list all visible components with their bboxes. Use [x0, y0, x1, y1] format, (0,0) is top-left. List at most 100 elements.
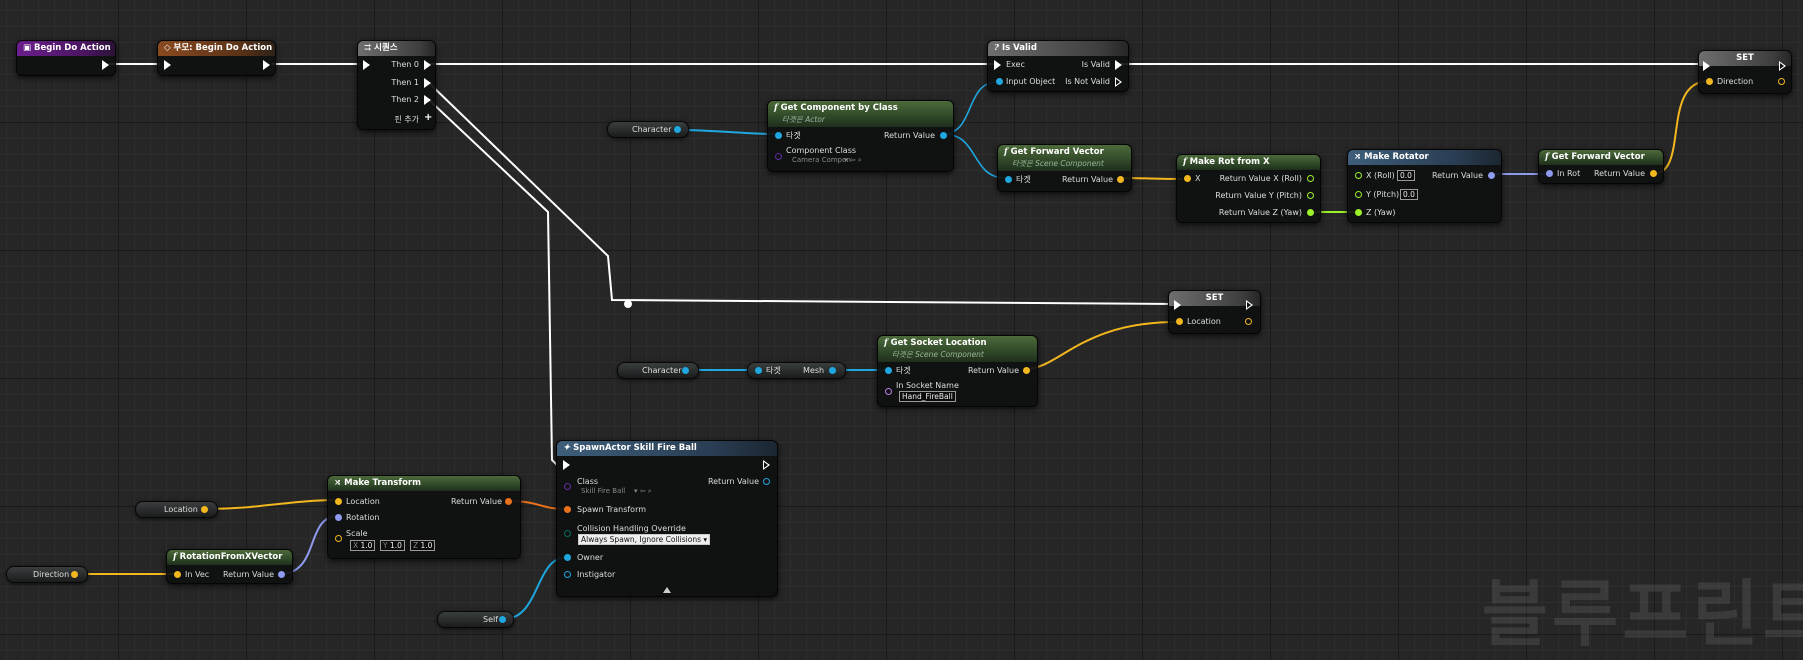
then-1-pin[interactable]	[424, 78, 431, 88]
direction-variable[interactable]: Direction	[6, 566, 88, 583]
return-value-pin[interactable]	[1023, 367, 1030, 374]
exec-out-pin[interactable]	[1779, 61, 1786, 71]
target-pin[interactable]	[885, 367, 892, 374]
spawn-transform-pin[interactable]	[564, 506, 571, 513]
make-rotator-node[interactable]: ⤨Make Rotator X (Roll) 0.0 Y (Pitch) 0.0…	[1347, 149, 1502, 223]
spawn-transform-label: Spawn Transform	[577, 505, 647, 514]
target-label: 타겟	[786, 131, 801, 140]
return-value-pin[interactable]	[505, 498, 512, 505]
location-pin[interactable]	[335, 498, 342, 505]
component-class-dropdown[interactable]: Camera Compon	[792, 156, 851, 164]
pitch-pin[interactable]	[1355, 191, 1362, 198]
x-pin[interactable]	[1184, 175, 1191, 182]
set-location-node[interactable]: SET Location	[1168, 290, 1261, 334]
direction-out-pin[interactable]	[1778, 78, 1785, 85]
browse-arrows-icon[interactable]: ▾ ⇦ ⌕	[844, 156, 862, 164]
roll-field[interactable]: 0.0	[1397, 170, 1415, 181]
target-pin[interactable]	[1005, 176, 1012, 183]
exec-out-pin[interactable]	[263, 60, 270, 70]
yaw-label: Return Value Z (Yaw)	[1218, 208, 1302, 217]
set-direction-node[interactable]: SET Direction	[1698, 50, 1792, 94]
return-value-pin[interactable]	[940, 132, 947, 139]
exec-in-pin[interactable]	[164, 60, 171, 70]
collision-pin[interactable]	[564, 530, 571, 537]
socket-name-field[interactable]: Hand_FireBall	[899, 391, 956, 402]
exec-in-pin[interactable]	[994, 60, 1001, 70]
target-pin[interactable]	[755, 367, 762, 374]
parent-call-icon: ◇	[164, 43, 171, 53]
owner-label: Owner	[577, 553, 604, 562]
exec-in-pin[interactable]	[563, 460, 570, 470]
instigator-pin[interactable]	[564, 571, 571, 578]
expand-icon[interactable]	[663, 587, 671, 593]
mesh-out-pin[interactable]	[829, 367, 836, 374]
return-value-pin[interactable]	[1488, 172, 1495, 179]
exec-out-pin[interactable]	[763, 460, 770, 470]
direction-in-pin[interactable]	[1706, 78, 1713, 85]
pitch-pin[interactable]	[1307, 192, 1314, 199]
collision-dropdown[interactable]: Always Spawn, Ignore Collisions ▾	[578, 534, 711, 545]
exec-out-pin[interactable]	[1246, 300, 1253, 310]
location-in-pin[interactable]	[1176, 318, 1183, 325]
in-rot-pin[interactable]	[1546, 170, 1553, 177]
roll-pin[interactable]	[1307, 175, 1314, 182]
return-value-pin[interactable]	[1650, 170, 1657, 177]
then-2-pin[interactable]	[424, 95, 431, 105]
scale-x-field[interactable]: X 1.0	[350, 540, 376, 551]
owner-pin[interactable]	[564, 554, 571, 561]
yaw-pin[interactable]	[1307, 209, 1314, 216]
direction-out-pin[interactable]	[71, 571, 78, 578]
character-out-pin[interactable]	[682, 367, 689, 374]
pitch-field[interactable]: 0.0	[1400, 189, 1418, 200]
rotation-pin[interactable]	[335, 514, 342, 521]
self-reference[interactable]: Self	[437, 611, 514, 628]
mesh-getter[interactable]: 타겟 Mesh	[747, 362, 846, 379]
component-class-pin[interactable]	[775, 153, 782, 160]
browse-arrows-icon[interactable]: ▾ ⇦ ⌕	[634, 487, 652, 495]
class-dropdown[interactable]: Skill Fire Ball	[581, 487, 626, 495]
yaw-pin[interactable]	[1355, 209, 1362, 216]
exec-in-pin[interactable]	[1703, 61, 1710, 71]
socket-name-pin[interactable]	[885, 388, 892, 395]
location-variable[interactable]: Location	[135, 501, 218, 518]
location-out-pin[interactable]	[1245, 318, 1252, 325]
scale-pin[interactable]	[335, 535, 342, 542]
character-variable[interactable]: Character	[617, 362, 699, 379]
self-out-pin[interactable]	[499, 616, 506, 623]
roll-pin[interactable]	[1355, 172, 1362, 179]
return-value-pin[interactable]	[278, 571, 285, 578]
add-pin-button[interactable]: 핀 추가	[394, 115, 419, 124]
is-valid-node[interactable]: ?Is Valid Exec Input Object Is Valid Is …	[987, 40, 1129, 92]
is-valid-pin[interactable]	[1115, 60, 1122, 70]
target-pin[interactable]	[775, 132, 782, 139]
spawn-actor-node[interactable]: ✦SpawnActor Skill Fire Ball Class Skill …	[556, 440, 778, 597]
location-out-pin[interactable]	[201, 506, 208, 513]
class-pin[interactable]	[564, 483, 571, 490]
return-value-pin[interactable]	[1117, 176, 1124, 183]
return-value-pin[interactable]	[763, 478, 770, 485]
exec-out-pin[interactable]	[102, 60, 109, 70]
in-vec-pin[interactable]	[174, 571, 181, 578]
scale-y-field[interactable]: Y 1.0	[380, 540, 405, 551]
make-transform-node[interactable]: ⤨Make Transform Location Rotation Scale …	[327, 475, 521, 559]
exec-in-pin[interactable]	[1174, 300, 1181, 310]
parent-begin-do-action-node[interactable]: ◇부모: Begin Do Action	[157, 40, 276, 76]
is-not-valid-pin[interactable]	[1115, 77, 1122, 87]
exec-in-pin[interactable]	[363, 60, 370, 70]
scale-z-field[interactable]: Z 1.0	[410, 540, 436, 551]
sequence-node[interactable]: ⇉시퀀스 Then 0 Then 1 Then 2 핀 추가 +	[357, 40, 436, 130]
plus-icon[interactable]: +	[424, 112, 433, 123]
character-out-pin[interactable]	[674, 126, 681, 133]
input-object-pin[interactable]	[996, 78, 1003, 85]
character-variable[interactable]: Character	[607, 121, 689, 138]
in-rot-label: In Rot	[1557, 169, 1581, 178]
then-0-pin[interactable]	[424, 60, 431, 70]
begin-do-action-node[interactable]: ▣Begin Do Action	[16, 40, 116, 76]
